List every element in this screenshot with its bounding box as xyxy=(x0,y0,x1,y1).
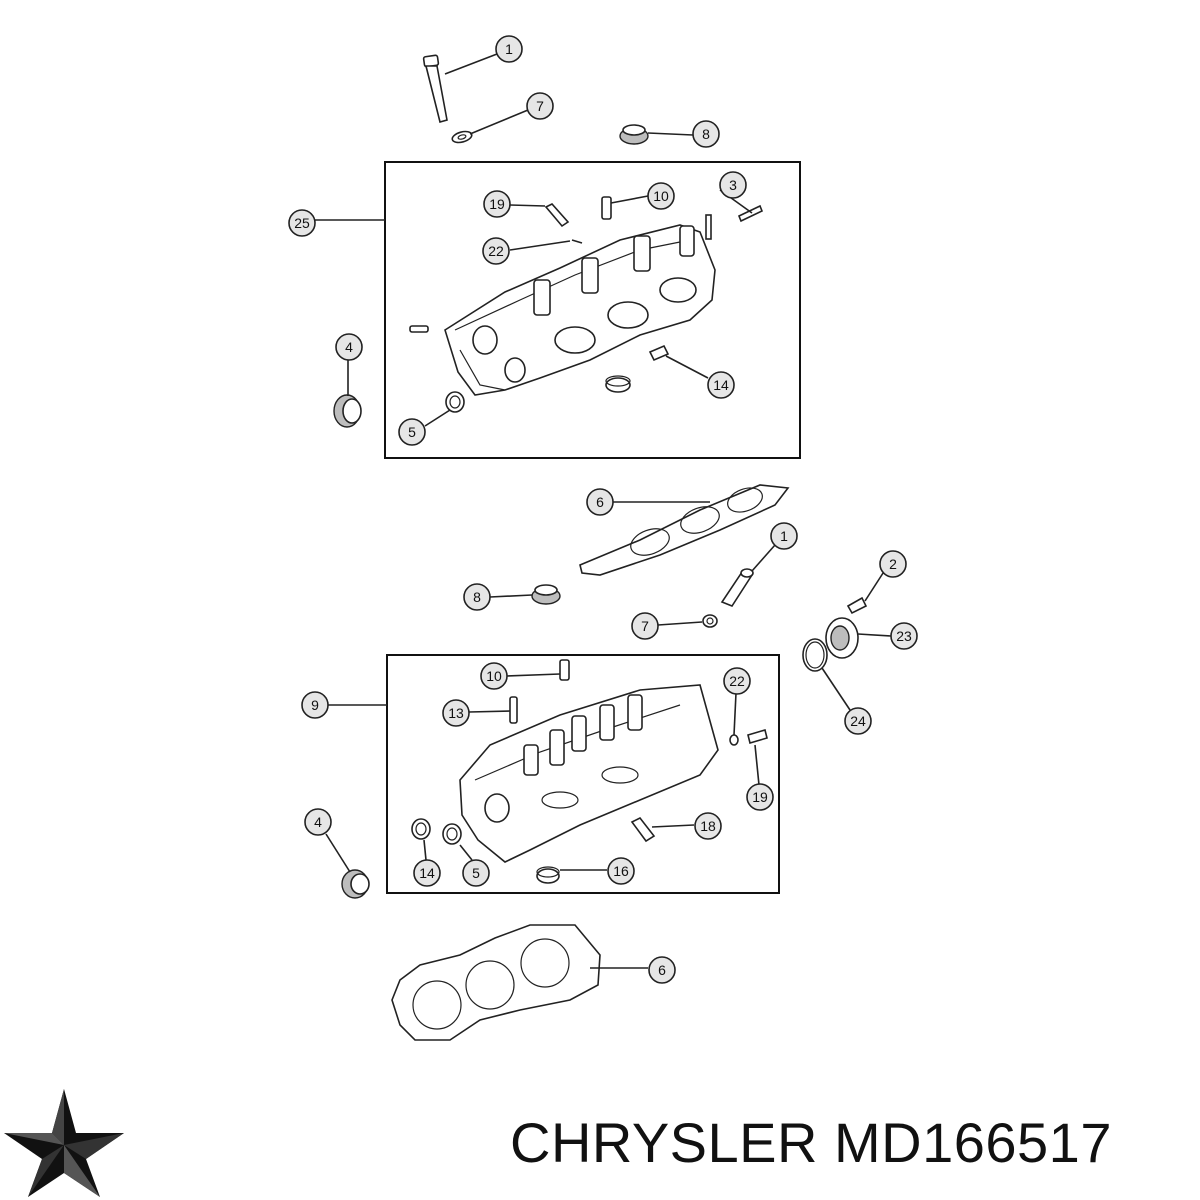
svg-text:8: 8 xyxy=(702,126,710,142)
callout-3: 3 xyxy=(719,171,747,199)
oil-seal-4-bot xyxy=(341,869,370,899)
svg-text:1: 1 xyxy=(780,528,788,544)
svg-text:4: 4 xyxy=(314,814,322,830)
head-gasket-lower xyxy=(391,924,601,1041)
cup-plug-top xyxy=(605,375,631,393)
plug-top-left xyxy=(409,325,429,333)
svg-text:10: 10 xyxy=(486,668,502,684)
callout-22: 22 xyxy=(723,667,751,695)
svg-text:19: 19 xyxy=(752,789,768,805)
oil-seal-4-top xyxy=(333,394,362,428)
upper-head-frame xyxy=(384,161,801,459)
svg-text:25: 25 xyxy=(294,215,310,231)
callout-24: 24 xyxy=(844,707,872,735)
head-gasket-upper xyxy=(579,484,790,576)
callout-13: 13 xyxy=(442,699,470,727)
callout-10: 10 xyxy=(480,662,508,690)
callout-18: 18 xyxy=(694,812,722,840)
callout-25: 25 xyxy=(288,209,316,237)
svg-text:10: 10 xyxy=(653,188,669,204)
pin-18 xyxy=(630,816,656,843)
part-number: MD166517 xyxy=(834,1111,1112,1174)
head-bolt-mid xyxy=(720,568,754,607)
callout-8: 8 xyxy=(692,120,720,148)
callout-14: 14 xyxy=(707,371,735,399)
pentastar-logo xyxy=(4,1089,124,1197)
dowel-10-bot xyxy=(559,659,570,681)
washer-top xyxy=(451,130,473,144)
callout-4: 4 xyxy=(304,808,332,836)
callout-4: 4 xyxy=(335,333,363,361)
svg-text:18: 18 xyxy=(700,818,716,834)
camshaft-seal-mid xyxy=(531,584,561,605)
callout-16: 16 xyxy=(607,857,635,885)
svg-text:6: 6 xyxy=(658,962,666,978)
pin-22-top xyxy=(571,239,583,244)
lower-cylinder-head xyxy=(459,684,719,863)
upper-cylinder-head xyxy=(444,224,716,396)
svg-text:22: 22 xyxy=(488,243,504,259)
callout-22: 22 xyxy=(482,237,510,265)
callout-7: 7 xyxy=(526,92,554,120)
callout-5: 5 xyxy=(462,859,490,887)
seal-5-top xyxy=(445,391,465,413)
callout-14: 14 xyxy=(413,859,441,887)
callout-2: 2 xyxy=(879,550,907,578)
callout-7: 7 xyxy=(631,612,659,640)
svg-text:9: 9 xyxy=(311,697,319,713)
thermostat-housing-23 xyxy=(825,617,859,659)
svg-text:7: 7 xyxy=(536,98,544,114)
dowel-10-top xyxy=(601,196,612,220)
callout-1: 1 xyxy=(770,522,798,550)
callout-8: 8 xyxy=(463,583,491,611)
svg-text:13: 13 xyxy=(448,705,464,721)
svg-text:16: 16 xyxy=(613,863,629,879)
svg-text:14: 14 xyxy=(419,865,435,881)
svg-text:19: 19 xyxy=(489,196,505,212)
pin-19-top xyxy=(544,203,570,228)
callout-23: 23 xyxy=(890,622,918,650)
leader-lines xyxy=(315,53,892,969)
svg-text:2: 2 xyxy=(889,556,897,572)
o-ring-24 xyxy=(802,638,828,672)
svg-text:5: 5 xyxy=(472,865,480,881)
callout-19: 19 xyxy=(746,783,774,811)
callout-5: 5 xyxy=(398,418,426,446)
brand-part-number-title: CHRYSLER MD166517 xyxy=(510,1110,1190,1175)
washer-mid xyxy=(702,614,718,628)
callout-6: 6 xyxy=(648,956,676,984)
callout-10: 10 xyxy=(647,182,675,210)
seal-14-bot xyxy=(411,818,431,840)
callout-9: 9 xyxy=(301,691,329,719)
svg-text:1: 1 xyxy=(505,41,513,57)
bolt-2 xyxy=(846,596,868,615)
dowel-13 xyxy=(509,696,518,724)
svg-text:14: 14 xyxy=(713,377,729,393)
svg-text:4: 4 xyxy=(345,339,353,355)
svg-text:24: 24 xyxy=(850,713,866,729)
svg-text:5: 5 xyxy=(408,424,416,440)
cup-plug-16 xyxy=(536,866,560,884)
pin-14-top xyxy=(648,344,670,362)
svg-text:6: 6 xyxy=(596,494,604,510)
svg-text:23: 23 xyxy=(896,628,912,644)
callout-6: 6 xyxy=(586,488,614,516)
camshaft-seal-top xyxy=(619,124,649,145)
svg-text:22: 22 xyxy=(729,673,745,689)
seal-5-bot xyxy=(442,823,462,845)
svg-text:7: 7 xyxy=(641,618,649,634)
head-bolt-top xyxy=(422,54,448,123)
brand-name: CHRYSLER xyxy=(510,1111,818,1174)
stud-3 xyxy=(705,204,764,240)
lower-head-frame xyxy=(386,654,780,894)
callout-1: 1 xyxy=(495,35,523,63)
pin-22-bot xyxy=(729,734,739,746)
svg-text:3: 3 xyxy=(729,177,737,193)
svg-text:8: 8 xyxy=(473,589,481,605)
callout-19: 19 xyxy=(483,190,511,218)
pin-19-bot xyxy=(747,728,768,745)
